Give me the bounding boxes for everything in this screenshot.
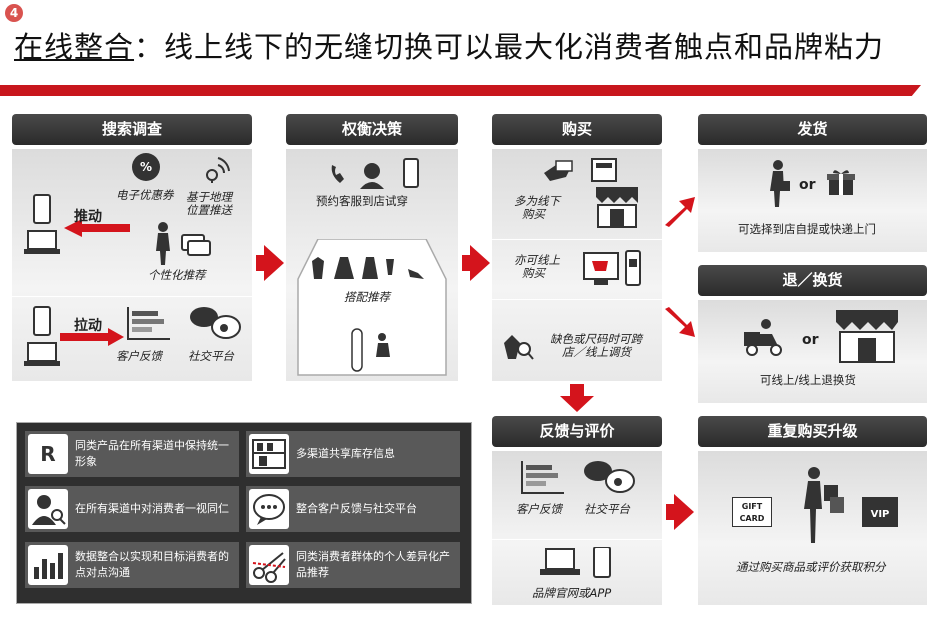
store-icon [836,310,898,363]
devices-icon [540,547,611,578]
feature-item: 整合客户反馈与社交平台 [246,486,460,532]
social-icon [584,461,635,493]
feedback-chart-icon [127,307,170,340]
transfer-label-1: 缺色或尺码时可跨 [550,332,642,346]
review-social-label: 社交平台 [584,502,630,516]
chat-bubble-icon [249,489,289,529]
social-icon [190,307,241,339]
ship-header: 发货 [698,114,927,145]
buy-divider-2 [492,299,662,300]
ship-text: 可选择到店自提或快递上门 [738,222,876,236]
geo-label-1: 基于地理 [186,190,232,204]
search-divider [12,296,252,297]
feature-text: 同类产品在所有渠道中保持统一形象 [75,439,229,468]
review-panel: 客户反馈 社交平台 品牌官网或APP [492,451,662,605]
appointment-label: 预约客服到店试穿 [316,194,408,208]
push-arrow-head [64,219,82,237]
person-search-icon [28,489,68,529]
scissors-icon [249,545,289,585]
repeat-panel: GIFT CARD VIP 通过购买商品或评价获取积分 [698,451,927,605]
hanger-search-icon [504,335,534,360]
title-rest: ：线上线下的无缝切换可以最大化消费者触点和品牌粘力 [134,30,885,64]
review-header: 反馈与评价 [492,416,662,447]
feature-item: 多渠道共享库存信息 [246,431,460,477]
decide-panel: 预约客服到店试穿 搭配推荐 [286,149,458,381]
feature-text: 数据整合以实现和目标消费者的点对点沟通 [75,550,229,579]
shelf-icon [249,434,289,474]
bar-chart-icon [28,545,68,585]
decide-header: 权衡决策 [286,114,458,145]
feedback-chart-icon [521,461,564,494]
social-label: 社交平台 [188,349,234,363]
match-label: 搭配推荐 [344,290,390,304]
geo-label-2: 位置推送 [186,203,232,217]
contact-icons [331,158,419,189]
title-divider [0,85,921,96]
shopper-bags-icon [804,467,844,543]
buy-panel: 多为线下 购买 亦可线上 购买 缺色或尺码时可跨 店／线上调货 [492,149,662,381]
feature-text: 在所有渠道中对消费者一视同仁 [75,502,229,515]
review-feedback-label: 客户反馈 [516,502,562,516]
step-badge: 4 [5,4,23,22]
feature-text: 同类消费者群体的个人差异化产品推荐 [296,550,450,579]
shopper-bag-icon [770,160,790,207]
feature-item: 在所有渠道中对消费者一视同仁 [25,486,239,532]
gift-card-line2: CARD [739,514,765,523]
pull-arrow [60,333,110,341]
search-panel: 推动 % 电子优惠券 基于地理 位置推送 个性化推荐 拉动 客户反馈 社交平台 [12,149,252,381]
transfer-label-2: 店／线上调货 [562,345,631,359]
repeat-header: 重复购买升级 [698,416,927,447]
coupon-icon: % [132,153,160,181]
pull-label: 拉动 [74,318,102,334]
feedback-label: 客户反馈 [116,349,162,363]
personal-label: 个性化推荐 [148,268,206,282]
push-arrow [82,224,130,232]
flow-arrow-3 [665,197,695,227]
buy-divider-1 [492,239,662,240]
feature-text: 多渠道共享库存信息 [296,447,395,460]
vip-icon: VIP [862,497,898,527]
online-shop-icon [583,250,641,286]
feature-text: 整合客户反馈与社交平台 [296,502,417,515]
returns-header: 退／换货 [698,265,927,296]
repeat-text: 通过购买商品或评价获取积分 [736,560,886,574]
fitting-house-icon [297,239,447,376]
location-signal-icon [206,157,230,183]
page-title: 在线整合：线上线下的无缝切换可以最大化消费者触点和品牌粘力 [14,24,884,66]
offline-label-2: 购买 [522,207,545,221]
chat-icon [181,234,211,256]
gift-card-line1: GIFT [741,502,763,511]
push-label: 推动 [74,209,102,225]
store-icon [596,187,638,228]
feature-item: R 同类产品在所有渠道中保持统一形象 [25,431,239,477]
online-label-2: 购买 [522,266,545,280]
feature-item: 数据整合以实现和目标消费者的点对点沟通 [25,542,239,588]
search-header: 搜索调查 [12,114,252,145]
devices-icon [24,194,60,254]
ship-panel: or 可选择到店自提或快递上门 [698,149,927,252]
returns-or: or [802,332,819,348]
coupon-label: 电子优惠券 [116,188,174,202]
returns-text: 可线上/线上退换货 [760,373,856,387]
site-label: 品牌官网或APP [532,586,612,600]
gift-card-icon: GIFT CARD [732,497,772,527]
shopper-icon [156,222,170,265]
brand-r-icon: R [28,434,68,474]
flow-arrow-4 [665,307,695,337]
buy-header: 购买 [492,114,662,145]
title-keyword: 在线整合 [14,30,135,64]
payment-icons [544,158,617,182]
ship-or: or [799,177,816,193]
returns-panel: or 可线上/线上退换货 [698,300,927,403]
review-divider [492,539,662,540]
gift-icon [827,170,855,195]
pull-arrow-head [108,328,124,346]
offline-label-1: 多为线下 [514,194,560,208]
online-label-1: 亦可线上 [514,253,560,267]
devices-icon [24,306,60,366]
feature-panel: R 同类产品在所有渠道中保持统一形象 多渠道共享库存信息 在所有渠道中对消费者一… [16,422,472,604]
courier-scooter-icon [744,319,782,356]
feature-item: 同类消费者群体的个人差异化产品推荐 [246,542,460,588]
